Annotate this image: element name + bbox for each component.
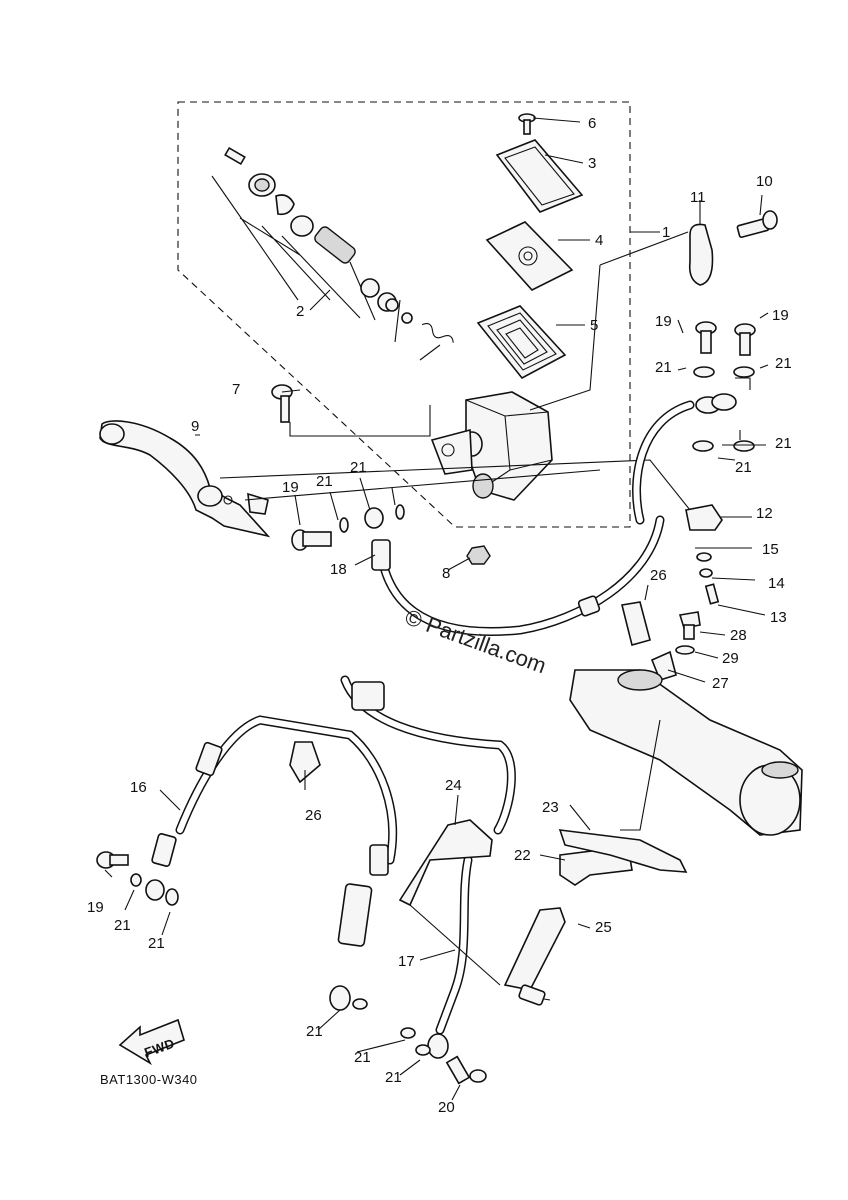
nut (466, 545, 491, 565)
callout-21-j: 21 (354, 1049, 371, 1066)
callout-8: 8 (442, 565, 450, 582)
callout-19-right-a: 19 (655, 313, 672, 330)
callout-10: 10 (756, 173, 773, 190)
callout-21-d: 21 (775, 355, 792, 372)
pivot-bolt (271, 384, 431, 437)
callout-2: 2 (296, 303, 304, 320)
callout-29: 29 (722, 650, 739, 667)
callout-9: 9 (191, 418, 199, 435)
callout-13: 13 (770, 609, 787, 626)
callout-7: 7 (232, 381, 240, 398)
callout-4: 4 (595, 232, 603, 249)
union-bolt-assembly (219, 459, 691, 551)
hose-bracket-25 (409, 904, 566, 1006)
reservoir-cap (495, 139, 584, 213)
forward-arrow: FWD (118, 1018, 185, 1066)
callout-19-right-b: 19 (772, 307, 789, 324)
drawing-code: BAT1300-W340 (100, 1072, 198, 1087)
callout-1: 1 (662, 224, 670, 241)
lower-brake-hose-left (145, 715, 398, 1011)
brake-lever (99, 420, 271, 538)
callout-21-e: 21 (775, 435, 792, 452)
diaphragm-plate (485, 221, 574, 291)
callout-18: 18 (330, 561, 347, 578)
callout-21-b: 21 (350, 459, 367, 476)
union-bolts-right (692, 321, 756, 452)
leader-lines (104, 117, 769, 1101)
callout-21-g: 21 (114, 917, 131, 934)
callout-11: 11 (690, 189, 706, 206)
callout-3: 3 (588, 155, 596, 172)
piston-kit (211, 146, 454, 361)
callout-21-c: 21 (655, 359, 672, 376)
hose-bracket-24 (398, 819, 493, 907)
watermark: © Partzilla.com (402, 604, 550, 678)
callout-12: 12 (756, 505, 773, 522)
callout-15: 15 (762, 541, 779, 558)
callout-21-a: 21 (316, 473, 333, 490)
callout-22: 22 (514, 847, 531, 864)
reservoir-cap-screw (518, 113, 536, 135)
callout-16: 16 (130, 779, 147, 796)
callout-19-left: 19 (282, 479, 299, 496)
callout-21-h: 21 (148, 935, 165, 952)
union-bolt-19-left (96, 851, 179, 906)
brake-hose-joint (340, 675, 516, 835)
callout-25: 25 (595, 919, 612, 936)
hose-clamp-26 (289, 601, 651, 784)
callout-27: 27 (712, 675, 729, 692)
steering-lower-bracket (569, 669, 803, 836)
callout-21-f: 21 (735, 459, 752, 476)
callout-23: 23 (542, 799, 559, 816)
lower-brake-hose-right (427, 855, 473, 1059)
diaphragm (476, 305, 567, 380)
upper-brake-hose (371, 400, 695, 636)
handlebar-holder (529, 210, 778, 411)
bolt-28 (650, 611, 701, 681)
union-bolt-20 (352, 998, 487, 1085)
callout-21-k: 21 (385, 1069, 402, 1086)
callout-26-bottom: 26 (305, 807, 322, 824)
callout-21-i: 21 (306, 1023, 323, 1040)
callout-26-top: 26 (650, 567, 667, 584)
bracket-23 (558, 829, 688, 873)
assembly-boundary (177, 101, 631, 528)
callout-20: 20 (438, 1099, 455, 1116)
callout-19-bottom: 19 (87, 899, 104, 916)
callout-28: 28 (730, 627, 747, 644)
callout-5: 5 (590, 317, 598, 334)
callout-6: 6 (588, 115, 596, 132)
brake-light-switch (685, 504, 723, 605)
callout-17: 17 (398, 953, 415, 970)
callout-14: 14 (768, 575, 785, 592)
callout-24: 24 (445, 777, 462, 794)
